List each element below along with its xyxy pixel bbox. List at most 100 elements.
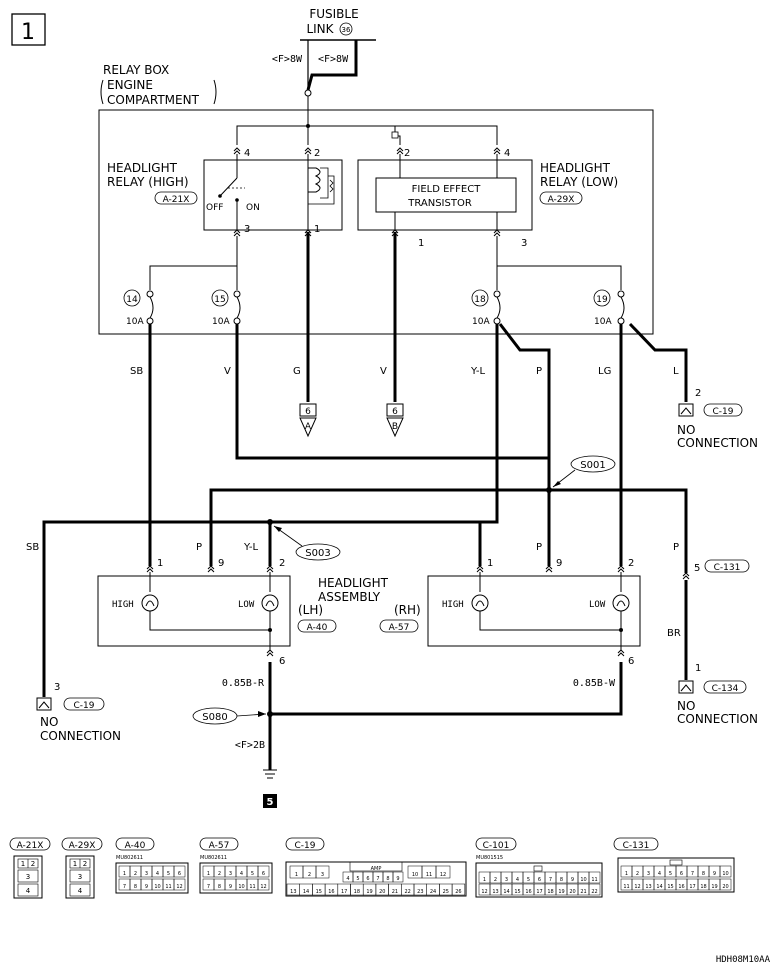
connector-pin: 9: [145, 884, 148, 890]
headlight-lh-side: (LH): [298, 603, 323, 617]
feed-wire-right: [306, 40, 358, 91]
nc-left-connector: C-19: [74, 701, 95, 711]
connector-pin: 10: [154, 884, 160, 890]
nc-right-top-label-2: CONNECTION: [677, 436, 758, 450]
headlight-lh-high-bulb: [141, 594, 159, 612]
connector-pin: 10: [580, 877, 586, 883]
connector-pin: 17: [536, 889, 542, 895]
svg-text:A-29X: A-29X: [69, 841, 96, 851]
wire-color-v: V: [224, 366, 231, 377]
headlight-assembly-label: HEADLIGHT: [318, 576, 389, 590]
connector-pin: 2: [636, 871, 639, 877]
connector-pin: 16: [525, 889, 531, 895]
connector-pin: 20: [569, 889, 575, 895]
fuse-15-number: 15: [214, 295, 225, 305]
connector-pin: 25: [443, 889, 449, 895]
headlight-rh-high-label: HIGH: [442, 600, 464, 610]
wire-color-br: BR: [667, 628, 681, 639]
connector-pin: 5: [669, 871, 672, 877]
connector-pin: 6: [538, 877, 541, 883]
fet-label: FIELD EFFECT: [412, 184, 482, 195]
connector-pin: 6: [366, 876, 369, 882]
connector-pin: 10: [238, 884, 244, 890]
headlight-rh-pin1: 1: [487, 558, 493, 569]
connector-a29x: A-29X 1 2 3 4: [61, 837, 103, 899]
connector-pin: 10: [722, 871, 728, 877]
connector-pin: 13: [290, 889, 296, 895]
fuse-18: [493, 290, 501, 325]
relay-high: [203, 159, 343, 231]
connector-pin: 4: [658, 871, 661, 877]
svg-text:C-19: C-19: [295, 841, 316, 851]
connector-pin: 5: [527, 877, 530, 883]
connector-pin: 20: [722, 884, 728, 890]
c131-pin: 5: [694, 563, 700, 574]
connector-pin: 21: [392, 889, 398, 895]
connector-pin: 15: [514, 889, 520, 895]
fuse-15-rating: 10A: [212, 317, 230, 327]
page-number: 1: [21, 20, 35, 45]
ref-a-letter: A: [305, 422, 312, 432]
connector-pin: 1: [207, 871, 210, 877]
fuse-18-rating: 10A: [472, 317, 490, 327]
diagram-code: HDH08M10AA: [716, 955, 771, 965]
relay-high-pin4: 4: [244, 148, 250, 159]
connector-pin: 8: [218, 884, 221, 890]
fuse-14: [146, 290, 154, 325]
connector-pin: 1: [483, 877, 486, 883]
connector-pin: 14: [303, 889, 309, 895]
wire-color-rh-ground: 0.85B-W: [573, 678, 616, 689]
fuse-15: [233, 290, 241, 325]
ref-b-page: 6: [392, 407, 398, 417]
connector-pin: 13: [645, 884, 651, 890]
connector-pin: 22: [591, 889, 597, 895]
connector-pin: 3: [145, 871, 148, 877]
connector-pin: 12: [260, 884, 266, 890]
connector-pin: 5: [356, 876, 359, 882]
connector-a21x: A-21X 1 2 3 4: [9, 837, 51, 899]
headlight-rh-high-bulb: [471, 594, 489, 612]
headlight-lh-pin9: 9: [218, 558, 224, 569]
connector-pin: 19: [711, 884, 717, 890]
fuse-14-number: 14: [126, 295, 138, 305]
wire-color-v2: V: [380, 366, 387, 377]
headlight-rh-pin9: 9: [556, 558, 562, 569]
nc-right-top-pin: 2: [695, 388, 701, 399]
wire-color-lg: LG: [598, 366, 611, 377]
relay-high-connector: A-21X: [163, 195, 190, 205]
connector-pin: 20: [379, 889, 385, 895]
relay-box-label-3: COMPARTMENT: [107, 93, 200, 107]
relay-low-connector: A-29X: [548, 195, 575, 205]
headlight-lh-pin6: 6: [279, 656, 285, 667]
ground-page-ref: 5: [267, 797, 274, 808]
connector-pin: 7: [691, 871, 694, 877]
connector-pin: 4: [240, 871, 243, 877]
svg-text:C-101: C-101: [483, 841, 510, 851]
connector-pin: 21: [580, 889, 586, 895]
wire-color-l: L: [673, 366, 679, 377]
connector-pin: 15: [667, 884, 673, 890]
feed-junction: [304, 89, 312, 97]
connector-pin: 12: [176, 884, 182, 890]
connector-pin: 3: [505, 877, 508, 883]
headlight-rh: [427, 575, 641, 647]
connector-pin: 12: [440, 872, 446, 878]
headlight-rh-side: (RH): [394, 603, 421, 617]
wire-p: [498, 323, 551, 490]
field-effect-transistor: [375, 177, 517, 213]
connector-pin: 1: [625, 871, 628, 877]
headlight-rh-low-label: LOW: [589, 600, 606, 610]
svg-text:AMP: AMP: [371, 866, 382, 872]
feed-wire-right-label: <F>8W: [318, 54, 349, 65]
headlight-lh-low-bulb: [261, 594, 279, 612]
headlight-rh-pin6: 6: [628, 656, 634, 667]
fuse-19-number: 19: [596, 295, 608, 305]
connector-pin: 12: [634, 884, 640, 890]
connector-pin: 10: [412, 872, 418, 878]
connector-pin: 9: [713, 871, 716, 877]
nc-left-label-2: CONNECTION: [40, 729, 121, 743]
relay-low-pin3: 3: [521, 238, 527, 249]
ref-a-page: 6: [305, 407, 311, 417]
